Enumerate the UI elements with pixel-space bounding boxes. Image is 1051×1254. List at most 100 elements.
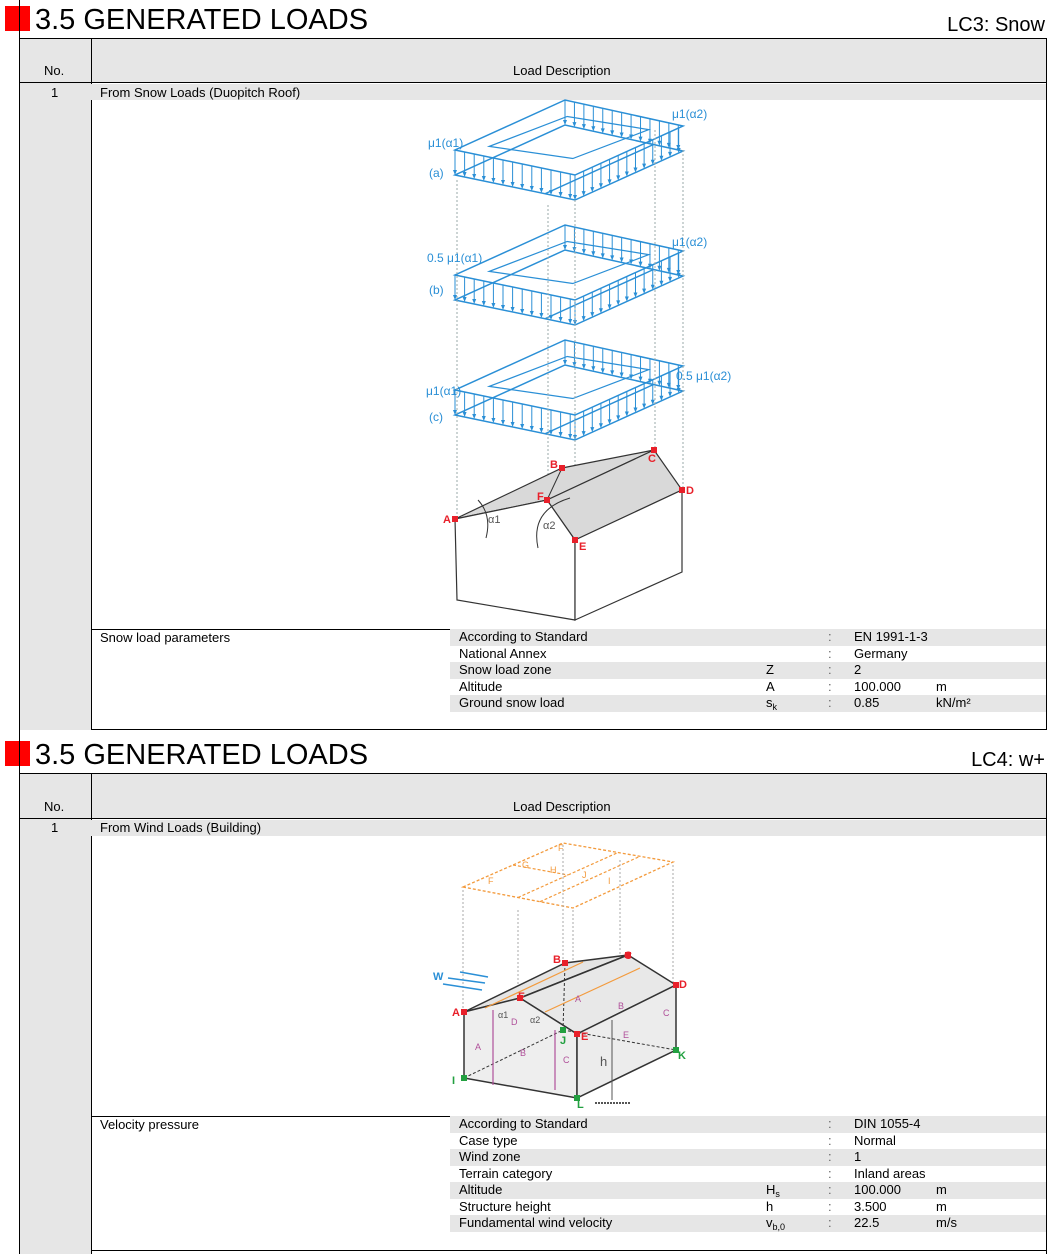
point-D: [673, 982, 679, 988]
label-a-right: μ1(α2): [672, 107, 707, 121]
section-title: 3.5 GENERATED LOADS: [35, 739, 369, 771]
separator: :: [828, 662, 832, 677]
point-label: B: [550, 459, 558, 471]
point-K: [673, 1047, 679, 1053]
roof-zone-label: G: [522, 860, 529, 870]
label-c-case: (c): [429, 410, 443, 424]
parameter-value: EN 1991-1-3: [854, 629, 928, 644]
row-number: 1: [51, 85, 59, 100]
parameter-name: Snow load zone: [459, 662, 552, 677]
wall-zone-label: B: [618, 1001, 624, 1011]
row-title: From Snow Loads (Duopitch Roof): [100, 85, 301, 100]
separator: :: [828, 1149, 832, 1164]
column-header-no: No.: [44, 799, 65, 814]
parameter-symbol: sk: [766, 695, 777, 712]
separator: :: [828, 1165, 832, 1181]
separator: :: [828, 645, 832, 661]
column-header-description: Load Description: [513, 63, 611, 78]
wall-zone-label: C: [663, 1008, 670, 1018]
point-label: F: [518, 991, 525, 1003]
alpha2-label: α2: [530, 1015, 540, 1025]
parameter-name: According to Standard: [459, 1116, 588, 1131]
separator: :: [828, 695, 832, 710]
point-label: J: [560, 1035, 566, 1047]
parameter-row: Wind zone:1: [450, 1149, 1046, 1166]
label-alpha2: α2: [543, 520, 555, 532]
row-number: 1: [51, 820, 59, 835]
load-case-label: LC3: Snow: [947, 14, 1045, 36]
parameter-value: Normal: [854, 1132, 896, 1148]
parameter-name: National Annex: [459, 645, 547, 661]
point-label: K: [678, 1050, 686, 1062]
label-a-case: (a): [429, 166, 444, 180]
parameter-symbol: vb,0: [766, 1215, 786, 1232]
label-a-left: μ1(α1): [428, 136, 463, 150]
wall-zone-label: D: [511, 1017, 518, 1027]
point-A: [461, 1009, 467, 1015]
point-label: F: [537, 491, 544, 503]
parameter-name: Ground snow load: [459, 695, 565, 710]
height-label: h: [600, 1054, 607, 1069]
parameter-value: Inland areas: [854, 1165, 926, 1181]
point-label: C: [624, 950, 632, 962]
separator: :: [828, 629, 832, 644]
snow-load-frame-c: [452, 339, 686, 441]
section-title: 3.5 GENERATED LOADS: [35, 4, 369, 36]
roof-zone-label: I: [608, 876, 611, 886]
parameter-value: 2: [854, 662, 862, 677]
parameter-name: Altitude: [459, 678, 503, 694]
parameter-row: Terrain category:Inland areas: [450, 1166, 1046, 1183]
roof-zone-label: H: [550, 865, 557, 875]
parameter-unit: kN/m²: [936, 695, 971, 710]
point-label: E: [579, 541, 586, 553]
parameter-row: According to Standard:DIN 1055-4: [450, 1116, 1046, 1133]
point-B: [562, 960, 568, 966]
parameter-value: 3.500: [854, 1198, 887, 1214]
roof-zone-label: J: [582, 870, 587, 880]
separator: :: [828, 1198, 832, 1214]
point-D: [679, 487, 685, 493]
load-case-label: LC4: w+: [971, 749, 1045, 771]
point-J: [560, 1027, 566, 1033]
column-header-no: No.: [44, 63, 65, 78]
snow-load-frame-a: [452, 99, 686, 201]
point-label: B: [553, 954, 561, 966]
params-label: Snow load parameters: [100, 630, 231, 645]
point-F: [544, 497, 550, 503]
wind-arrow-icon: [447, 977, 486, 984]
section-marker-icon: [5, 741, 30, 766]
parameter-unit: m: [936, 1182, 947, 1197]
row-title: From Wind Loads (Building): [100, 820, 262, 835]
point-label: L: [577, 1099, 584, 1111]
wall-zone-label: A: [475, 1042, 481, 1052]
parameter-name: Structure height: [459, 1198, 551, 1214]
point-B: [559, 465, 565, 471]
point-L: [574, 1095, 580, 1101]
wall-zone-label: B: [520, 1048, 526, 1058]
alpha1-label: α1: [498, 1010, 508, 1020]
point-C: [625, 952, 631, 958]
parameter-symbol: Z: [766, 662, 774, 677]
wall-zone-label: C: [563, 1055, 570, 1065]
point-E: [572, 537, 578, 543]
label-alpha1: α1: [488, 514, 500, 526]
wind-arrow-icon: [459, 971, 489, 978]
column-header-description: Load Description: [513, 799, 611, 814]
wall-zone-label: A: [575, 994, 581, 1004]
parameter-row: National Annex:Germany: [450, 646, 1046, 663]
roof-zone-label: F: [558, 843, 564, 853]
parameter-symbol: h: [766, 1198, 774, 1214]
parameter-row: Case type:Normal: [450, 1133, 1046, 1150]
section-marker-icon: [5, 6, 30, 31]
point-label: I: [452, 1075, 455, 1087]
point-label: C: [648, 453, 656, 465]
wind-arrow-icon: [442, 983, 483, 991]
parameter-name: Altitude: [459, 1182, 503, 1197]
parameter-value: 1: [854, 1149, 862, 1164]
